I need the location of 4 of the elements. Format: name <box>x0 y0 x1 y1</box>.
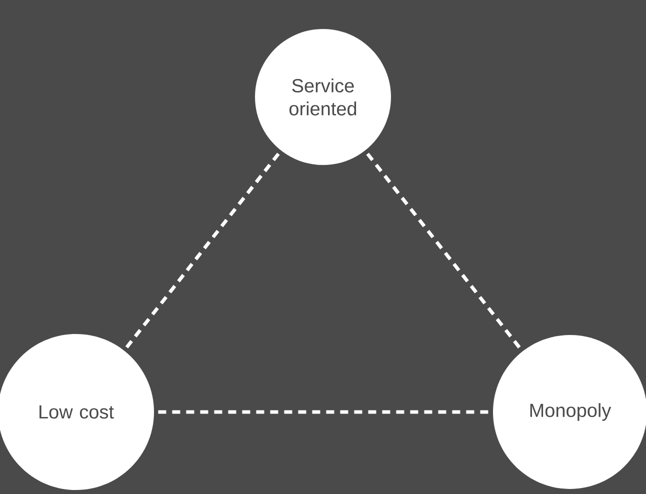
dashed-line <box>125 152 280 348</box>
circle-node: Service oriented <box>255 29 391 165</box>
dashed-line <box>366 152 522 350</box>
dashed-line <box>158 410 489 414</box>
